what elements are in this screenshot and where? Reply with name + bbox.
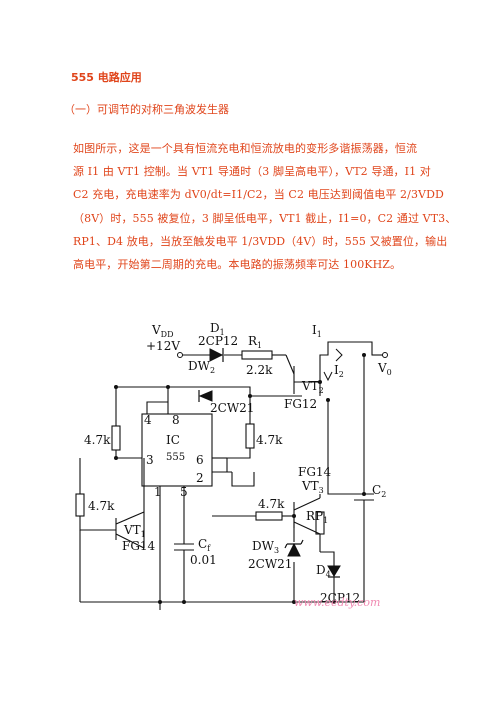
c1-value: 0.01	[190, 553, 217, 567]
i1-label: I1	[312, 323, 322, 339]
vt1-part: FG14	[122, 539, 156, 553]
circuit-wires	[75, 341, 385, 610]
vt2-part: FG12	[284, 397, 317, 411]
paragraph-line: C2 充电，充电速率为 dV0/dt=I1/C2，当 C2 电压达到阈值电平 2…	[73, 188, 444, 202]
vdd-value: +12V	[146, 339, 180, 353]
paragraph-line: 源 I1 由 VT1 控制。当 VT1 导通时（3 脚呈高电平），VT2 导通，…	[73, 165, 431, 179]
pin-2-label: 2	[196, 471, 204, 485]
dw2-label: DW2	[188, 359, 215, 375]
vt2-label: VT2	[301, 379, 324, 395]
zener-dw2-icon	[198, 390, 213, 402]
zener-dw3-icon	[284, 539, 304, 557]
rp1-label: RP1	[306, 509, 328, 525]
vt3-label: VT3	[301, 479, 324, 495]
d4-label: D4	[316, 563, 331, 579]
c1-label: Cf	[198, 537, 211, 553]
vdd-label: VDD	[151, 323, 174, 339]
paragraph-line: 高电平，开始第二周期的充电。本电路的振荡频率可达 100KHZ。	[73, 258, 402, 272]
pin-4-label: 4	[144, 413, 152, 427]
resistor-base-value: 4.7k	[88, 499, 115, 513]
v0-label: V0	[377, 361, 392, 377]
paragraph-line: 如图所示，这是一个具有恒流充电和恒流放电的变形多谐振荡器，恒流	[73, 142, 418, 155]
description-paragraph: 如图所示，这是一个具有恒流充电和恒流放电的变形多谐振荡器，恒流 源 I1 由 V…	[73, 137, 457, 276]
d4-part: 2CP12	[320, 591, 360, 605]
resistor-r1-icon	[241, 350, 273, 360]
i1-arrow-icon	[335, 348, 343, 362]
dw2-part: 2CW21	[210, 401, 254, 415]
ic-label: IC	[166, 433, 180, 447]
paragraph-line: RP1、D4 放电，当放至触发电平 1/3VDD（4V）时，555 又被置位，输…	[73, 234, 448, 248]
resistor-right-value: 4.7k	[256, 433, 283, 447]
c2-label: C2	[372, 483, 386, 499]
diode-d4-icon	[327, 565, 341, 578]
dw3-label: DW3	[252, 539, 279, 555]
pin-3-label: 3	[146, 453, 154, 467]
vt3-part: FG14	[298, 465, 332, 479]
paragraph-line: （8V）时，555 被复位，3 脚呈低电平，VT1 截止，I1=0，C2 通过 …	[73, 211, 457, 225]
junction-dots	[114, 353, 366, 604]
diode-d1-icon	[209, 348, 224, 362]
circuit-schematic: VDD +12V D1 2CP12 R1 2.2k I1 I2 V0 DW2 2…	[75, 321, 392, 610]
vdd-terminal-icon	[177, 352, 183, 358]
r1-value: 2.2k	[246, 363, 273, 377]
d1-label: D1	[210, 321, 225, 337]
d1-part: 2CP12	[198, 334, 238, 348]
watermark: www.eedty.com	[294, 596, 380, 609]
dw3-part: 2CW21	[248, 557, 292, 571]
pin-6-label: 6	[196, 453, 204, 467]
ic-part: 555	[166, 452, 185, 463]
section-heading: （一）可调节的对称三角波发生器	[64, 103, 229, 116]
page-title: 555 电路应用	[71, 71, 142, 84]
resistor-bottom-value: 4.7k	[258, 497, 285, 511]
output-terminal-icon	[382, 352, 388, 358]
pin-5-label: 5	[180, 485, 188, 499]
r1-label: R1	[248, 334, 262, 350]
pin-8-label: 8	[172, 413, 180, 427]
pin-1-label: 1	[154, 485, 162, 499]
resistor-left-value: 4.7k	[84, 433, 111, 447]
vt1-label: VT1	[123, 523, 146, 539]
i2-arrow-icon	[323, 371, 333, 382]
i2-label: I2	[334, 363, 344, 379]
